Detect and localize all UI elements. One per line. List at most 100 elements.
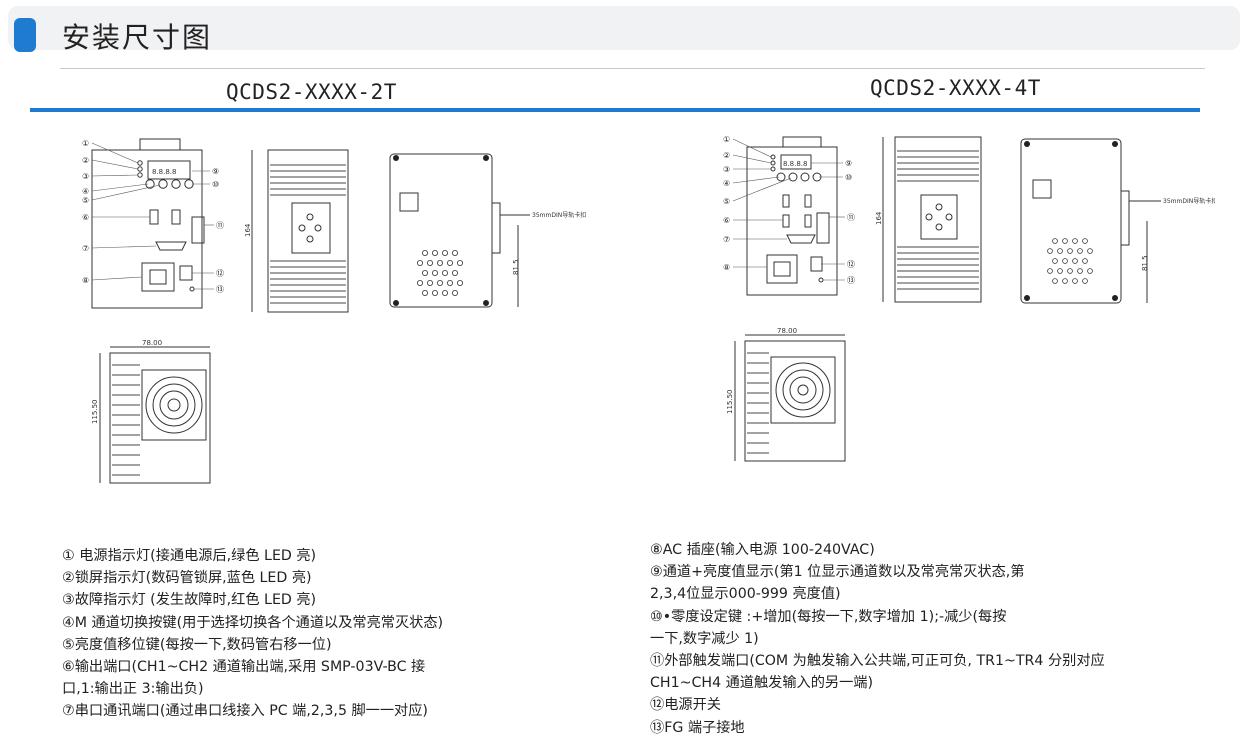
- vent-holes: [1047, 238, 1093, 284]
- callout-6: ⑥: [723, 216, 730, 225]
- serial-port: [786, 234, 816, 244]
- display-digits: 8.8.8.8: [152, 168, 177, 176]
- mount-hole: [935, 203, 943, 211]
- plus-button: [171, 179, 181, 189]
- vent-holes: [416, 250, 463, 296]
- trigger-terminal: [191, 216, 205, 244]
- mount-hole: [298, 224, 306, 232]
- side-view-outline: [894, 136, 982, 303]
- desc-item: ④M 通道切换按键(用于选择切换各个通道以及常亮常灭状态): [62, 614, 444, 631]
- desc-item: ③故障指示灯 (发生故障时,红色 LED 亮): [62, 592, 317, 609]
- rail-dim-label: 81.5: [1141, 255, 1149, 271]
- mount-hole: [306, 213, 314, 221]
- desc-item: ⑦串口通讯端口(通过串口线接入 PC 端,2,3,5 脚一一对应): [62, 703, 428, 720]
- power-switch: [810, 256, 823, 272]
- fan-mid: [782, 369, 824, 411]
- drawing-2t: ① ② ③ ④ ⑤ ⑥ ⑦ ⑧ ⑨ ⑩ ⑪ ⑫ ⑬ 8.8.8.8 78.00 …: [82, 138, 586, 484]
- callout-4: ④: [723, 179, 730, 188]
- top-connector: [782, 136, 822, 148]
- output-port-2: [804, 194, 812, 208]
- mount-hole: [945, 213, 953, 221]
- desc-item: ① 电源指示灯(接通电源后,绿色 LED 亮): [62, 548, 317, 564]
- callout-1: ①: [82, 139, 89, 148]
- desc-item: ⑫电源开关: [650, 697, 721, 714]
- header-accent: [14, 18, 36, 52]
- din-mount-plate: [291, 202, 331, 254]
- height-dim-label: 164: [875, 211, 883, 225]
- lock-led: [137, 166, 143, 172]
- fg-terminal: [818, 277, 824, 283]
- callout-12: ⑫: [216, 269, 224, 278]
- drawing-4t: ① ② ③ ④ ⑤ ⑥ ⑦ ⑧ ⑨ ⑩ ⑪ ⑫ ⑬ 8.8.8.8 78.00 …: [723, 135, 1215, 462]
- width-dim-label: 78.00: [142, 339, 162, 347]
- rj45-port: [1032, 179, 1052, 199]
- rail-dim-label: 81.5: [512, 259, 520, 275]
- callout-5: ⑤: [82, 196, 89, 205]
- fan-mid: [152, 383, 196, 427]
- back-view-outline: [389, 153, 493, 308]
- callout-6: ⑥: [82, 213, 89, 222]
- divider: [60, 68, 1205, 69]
- side-fins: [897, 150, 979, 290]
- corner-screw: [1112, 141, 1118, 147]
- output-port-3: [782, 214, 790, 228]
- blue-divider: [30, 108, 1200, 112]
- height-dim-label: 164: [244, 223, 252, 237]
- desc-item: 口,1:输出正 3:输出负): [62, 681, 204, 698]
- power-switch: [179, 265, 193, 281]
- fg-terminal: [189, 286, 195, 292]
- corner-screw: [393, 155, 399, 161]
- depth-dim-label: 115.50: [726, 390, 734, 415]
- rj45-port: [399, 192, 419, 212]
- top-view-outline: [109, 352, 211, 484]
- serial-port: [155, 241, 187, 251]
- description-list-right: ⑧AC 插座(输入电源 100-240VAC) ⑨通道+亮度值显示(第1 位显示…: [650, 539, 1105, 739]
- model-label-2t: QCDS2-XXXX-2T: [226, 80, 397, 104]
- callout-8: ⑧: [723, 263, 730, 272]
- ac-socket-inner: [773, 261, 791, 277]
- callout-3: ③: [82, 172, 89, 181]
- power-led: [137, 160, 143, 166]
- fan-housing: [770, 356, 836, 424]
- desc-item: ⑧AC 插座(输入电源 100-240VAC): [650, 542, 875, 558]
- desc-item: 一下,数字减少 1): [650, 630, 759, 647]
- output-port-4: [804, 214, 812, 228]
- callout-9: ⑨: [845, 159, 852, 168]
- callout-7: ⑦: [82, 244, 89, 253]
- desc-item: 2,3,4位显示000-999 亮度值): [650, 586, 841, 603]
- callout-3: ③: [723, 165, 730, 174]
- din-mount-plate: [920, 194, 958, 240]
- callout-1: ①: [723, 135, 730, 144]
- din-clip: [491, 202, 501, 254]
- mount-hole: [925, 213, 933, 221]
- callout-13: ⑬: [847, 276, 855, 285]
- description-list-left: ① 电源指示灯(接通电源后,绿色 LED 亮) ②锁屏指示灯(数码管锁屏,蓝色 …: [62, 545, 443, 723]
- callout-10: ⑩: [845, 173, 852, 182]
- display-digits: 8.8.8.8: [783, 160, 808, 168]
- mount-hole: [306, 235, 314, 243]
- callout-13: ⑬: [216, 285, 224, 294]
- callout-2: ②: [82, 156, 89, 165]
- model-label-4t: QCDS2-XXXX-4T: [870, 76, 1041, 100]
- fan-inner: [159, 390, 189, 420]
- callout-11: ⑪: [847, 213, 855, 222]
- power-led: [770, 154, 776, 160]
- desc-item: ⑨通道+亮度值显示(第1 位显示通道数以及常亮常灭状态,第: [650, 564, 1025, 581]
- callout-9: ⑨: [212, 167, 219, 176]
- ac-socket: [141, 262, 175, 292]
- mount-hole: [935, 223, 943, 231]
- corner-screw: [1024, 295, 1030, 301]
- bottom-fins: [747, 352, 769, 454]
- desc-item: ⑤亮度值移位键(每按一下,数码管右移一位): [62, 636, 332, 653]
- side-view-outline: [267, 149, 349, 313]
- width-dim-label: 78.00: [777, 327, 797, 335]
- callout-12: ⑫: [847, 260, 855, 269]
- fault-led: [137, 172, 143, 178]
- callout-11: ⑪: [216, 221, 224, 230]
- ac-socket-inner: [149, 269, 167, 285]
- callout-10: ⑩: [212, 180, 219, 189]
- fan-hub: [797, 384, 809, 396]
- shift-button: [788, 172, 798, 182]
- corner-screw: [483, 155, 489, 161]
- mount-hole: [314, 224, 322, 232]
